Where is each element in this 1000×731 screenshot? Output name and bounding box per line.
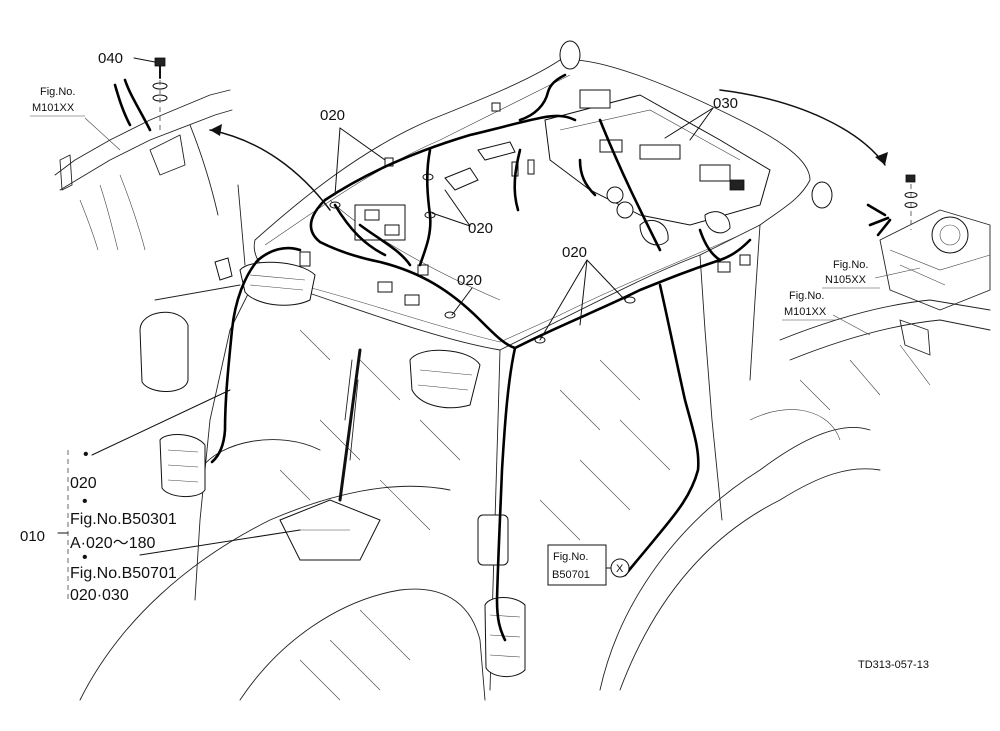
fig-ref-number: B50701 [552,569,590,581]
wiper-blade [338,348,362,502]
fig-ref-number: M101XX [32,102,75,114]
fig-ref-marker: X [616,563,624,575]
fig-ref-number: N105XX [825,274,867,286]
legend-bullet-3: • [82,549,88,566]
fig-ref-right-lower: Fig.No. M101XX [782,290,836,321]
work-lamp-front-center [409,349,481,409]
fig-ref-number: M101XX [784,306,827,318]
fig-ref-label: Fig.No. [789,290,824,302]
legend-line-2: Fig.No.B50301 [70,511,177,528]
fig-ref-label: Fig.No. [553,551,588,563]
callout-020-right: 020 [562,244,587,261]
fig-ref-right-upper: Fig.No. N105XX [822,259,880,289]
fig-ref-bottom: Fig.No. B50701 X [547,544,630,586]
fig-ref-label: Fig.No. [833,259,868,271]
callout-040: 040 [98,50,123,67]
callout-020-center: 020 [457,272,482,289]
detail-right [719,89,991,411]
work-lamp-front-left [239,261,316,306]
callout-010: 010 [20,528,45,545]
callout-030: 030 [713,95,738,112]
side-lamp-right [477,514,526,677]
rear-lamp-top [559,40,833,209]
legend-line-1: 020 [70,475,97,492]
drawing-id: TD313-057-13 [858,659,929,671]
legend-line-5: 020·030 [70,587,129,604]
legend-bullet-2: • [82,493,88,510]
fig-ref-label: Fig.No. [40,86,75,98]
callout-020-top: 020 [320,107,345,124]
side-lamp-left [159,434,206,497]
left-mirror-assembly [139,184,246,392]
callout-labels: 040 020 030 020 020 020 [98,50,738,289]
legend-line-3: A·020～180 [70,535,155,552]
callout-020-mid: 020 [468,220,493,237]
legend-line-4: Fig.No.B50701 [70,565,177,582]
main-wire-harness [210,73,752,642]
cab-structure [79,59,881,701]
control-panel-030 [544,89,771,246]
fig-ref-top-left: Fig.No. M101XX [30,86,85,117]
leader-lines [57,57,921,600]
legend-bullet-1: • [83,446,89,463]
detail-top-left [54,57,331,251]
legend-block: • 020 • Fig.No.B50301 010 A·020～180 • Fi… [20,446,177,604]
